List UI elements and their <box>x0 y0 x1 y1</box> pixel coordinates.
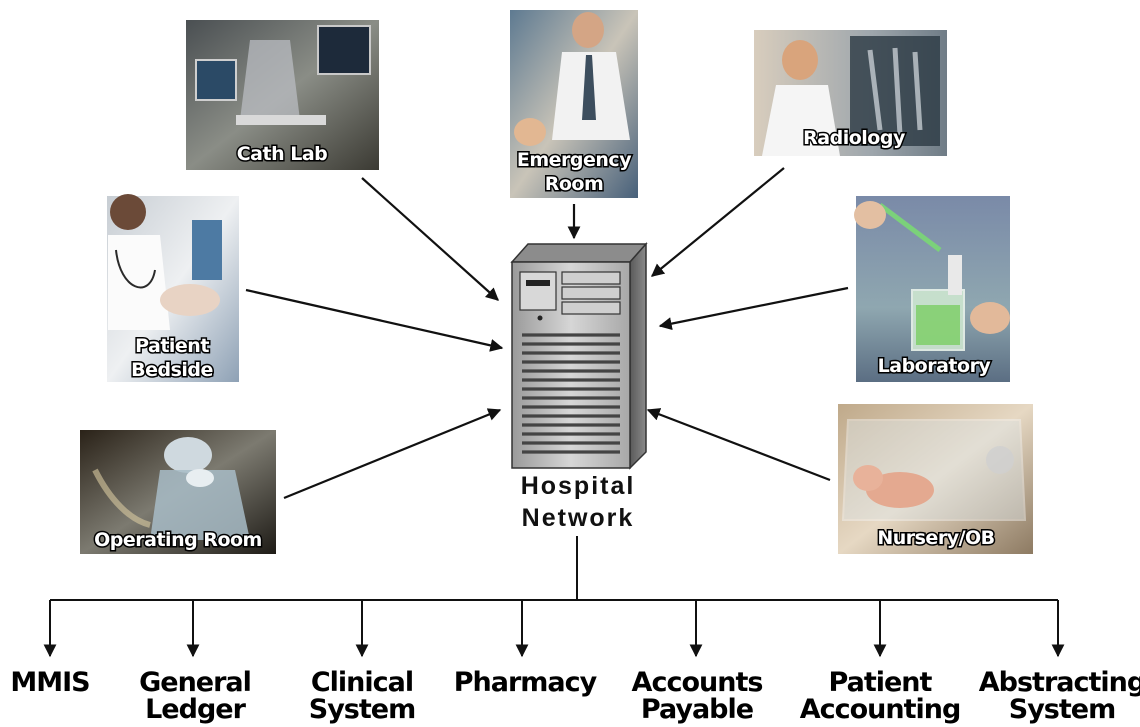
system-labels: MMIS General Ledger Clinical System Phar… <box>10 667 1140 725</box>
distribution-bus <box>43 536 1065 658</box>
system-accounts-payable-line2: Payable <box>641 694 753 725</box>
emergency-room-label-line2: Room <box>545 173 604 195</box>
department-patient-bedside: Patient Bedside <box>107 194 239 383</box>
system-clinical-system-line2: System <box>309 694 415 725</box>
department-cath-lab: Cath Lab <box>186 20 379 170</box>
arrow-cath-lab <box>361 177 499 301</box>
system-accounts-payable-line1: Accounts <box>632 667 763 698</box>
system-mmis: MMIS <box>10 667 89 698</box>
inbound-arrows <box>245 167 849 500</box>
department-laboratory: Laboratory <box>854 196 1010 382</box>
arrow-radiology <box>650 167 785 277</box>
patient-bedside-label-line1: Patient <box>135 335 209 357</box>
operating-room-label: Operating Room <box>94 529 262 551</box>
nursery-ob-label: Nursery/OB <box>877 527 994 549</box>
arrow-laboratory <box>658 286 849 331</box>
arrow-operating-room <box>283 408 502 500</box>
radiology-label: Radiology <box>803 127 906 149</box>
arrow-patient-bedside <box>245 288 504 352</box>
system-abstracting-system-line2: System <box>1009 694 1115 725</box>
system-general-ledger-line1: General <box>139 667 251 698</box>
system-patient-accounting-line2: Accounting <box>800 694 961 725</box>
department-operating-room: Operating Room <box>80 430 276 554</box>
laboratory-label: Laboratory <box>878 355 992 377</box>
department-nursery-ob: Nursery/OB <box>838 404 1033 554</box>
hub-title-line2: Network <box>522 504 635 532</box>
cath-lab-label: Cath Lab <box>237 143 328 165</box>
department-emergency-room: Emergency Room <box>510 10 638 198</box>
system-abstracting-system-line1: Abstracting <box>979 667 1140 698</box>
system-general-ledger-line2: Ledger <box>145 694 246 725</box>
server-tower-icon <box>510 242 648 470</box>
arrow-nursery-ob <box>646 408 831 482</box>
patient-bedside-label-line2: Bedside <box>131 359 213 381</box>
hub-title-line1: Hospital <box>521 472 636 500</box>
system-pharmacy: Pharmacy <box>454 667 598 698</box>
system-clinical-system-line1: Clinical <box>311 667 413 698</box>
emergency-room-label-line1: Emergency <box>517 149 632 171</box>
system-patient-accounting-line1: Patient <box>829 667 933 698</box>
department-radiology: Radiology <box>754 30 947 156</box>
